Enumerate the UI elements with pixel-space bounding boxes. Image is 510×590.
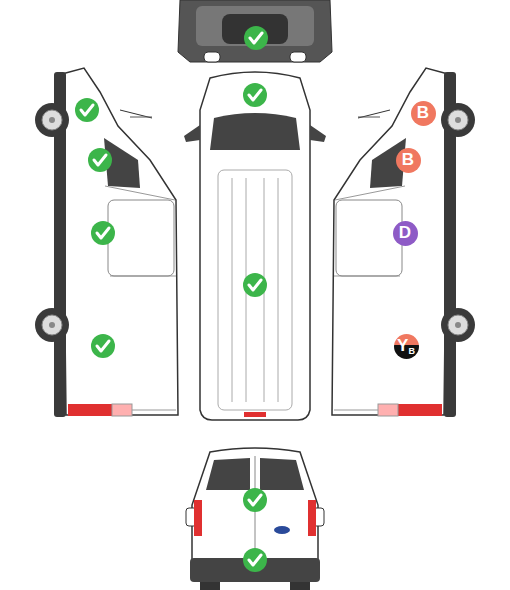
damage-badge: B [411, 101, 436, 126]
damage-code: Y [397, 336, 408, 356]
damage-code: B [408, 346, 415, 356]
damage-code: B [417, 103, 429, 123]
damage-badge: YB [394, 334, 419, 359]
damage-badge: D [393, 221, 418, 246]
damage-code: B [402, 150, 414, 170]
damage-code: D [399, 223, 411, 243]
damage-badge: B [396, 148, 421, 173]
